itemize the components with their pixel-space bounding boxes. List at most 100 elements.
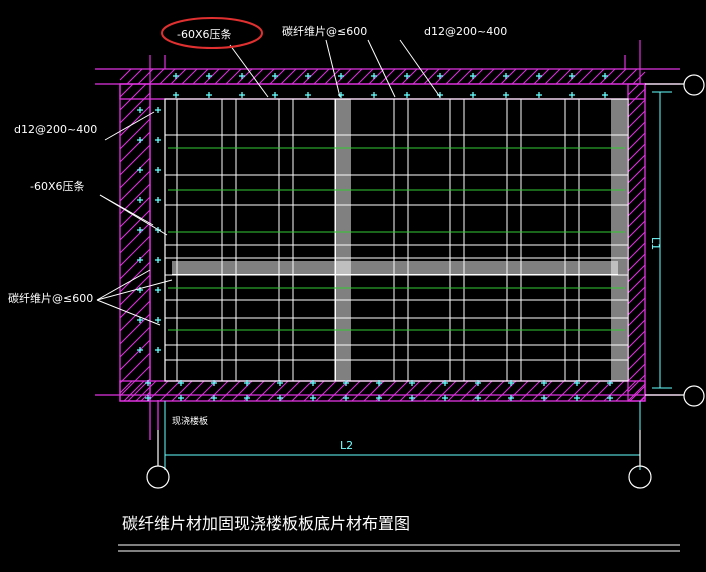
hatch-line <box>627 165 646 184</box>
hatch-line <box>627 187 646 206</box>
hatch-line <box>615 380 637 402</box>
hatch-line <box>147 380 169 402</box>
hatch-line <box>123 380 145 402</box>
hatch-line <box>511 68 528 85</box>
hatch-line <box>119 196 151 228</box>
hatch-line <box>627 297 646 316</box>
hatch-line <box>627 110 646 129</box>
hatch-line <box>231 380 253 402</box>
hatch-line <box>119 235 151 267</box>
hatch-line <box>119 68 132 81</box>
hatch-line <box>627 198 646 217</box>
hatch-line <box>629 385 646 402</box>
hatch-line <box>192 68 209 85</box>
anchor-bolts <box>137 73 613 401</box>
hatch-line <box>483 380 505 402</box>
hatch-line <box>447 380 469 402</box>
hatch-line <box>621 68 638 85</box>
hatch-line <box>119 300 151 332</box>
hatch-line <box>255 380 277 402</box>
hatch-line <box>181 68 198 85</box>
hatch-line <box>303 380 325 402</box>
hatch-line <box>119 248 151 280</box>
hatch-line <box>291 380 313 402</box>
hatch-line <box>119 105 151 137</box>
hatch-line <box>119 83 147 111</box>
hatch-line <box>640 396 646 402</box>
hatch-line <box>627 253 646 272</box>
hatch-line <box>632 71 646 85</box>
beam-hatch <box>119 68 646 402</box>
hatch-line <box>627 341 646 360</box>
hatch-line <box>267 380 289 402</box>
hatch-line <box>412 68 429 85</box>
hatch-line <box>531 380 553 402</box>
hatch-line <box>627 352 646 371</box>
hatch-line <box>390 68 407 85</box>
hatch-line <box>627 99 646 118</box>
hatch-line <box>489 68 506 85</box>
hatch-line <box>324 68 341 85</box>
hatch-line <box>126 68 143 85</box>
hatch-line <box>346 68 363 85</box>
axis-circle-bottom-left <box>146 465 170 489</box>
dimension-l2: L2 <box>340 439 353 452</box>
hatch-line <box>119 339 151 371</box>
hatch-line <box>577 68 594 85</box>
hatch-line <box>135 380 157 402</box>
hatch-line <box>627 363 646 382</box>
drawing-title: 碳纤维片材加固现浇楼板板底片材布置图 <box>122 514 410 533</box>
label-strip-top: -60X6压条 <box>177 27 232 41</box>
hatch-line <box>627 275 646 294</box>
label-strip-left: -60X6压条 <box>30 179 85 193</box>
transverse-bands <box>168 147 625 331</box>
hatch-line <box>579 380 601 402</box>
hatch-line <box>119 170 151 202</box>
hatch-line <box>627 319 646 338</box>
hatch-line <box>379 68 396 85</box>
hatch-line <box>148 68 165 85</box>
hatch-line <box>555 68 572 85</box>
dimension-l1: L1 <box>649 237 662 250</box>
hatch-line <box>247 68 264 85</box>
label-sheet-top: 碳纤维片@≤600 <box>282 24 367 38</box>
title-underlines <box>118 544 680 552</box>
hatch-line <box>459 380 481 402</box>
hatch-line <box>119 83 134 98</box>
hatch-line <box>591 380 613 402</box>
hatch-line <box>140 391 151 402</box>
hatch-line <box>423 68 440 85</box>
hatch-line <box>313 68 330 85</box>
hatch-line <box>627 264 646 283</box>
hatch-line <box>119 352 151 384</box>
hatch-line <box>387 380 409 402</box>
frame-top-beam <box>95 40 680 85</box>
hatch-line <box>627 176 646 195</box>
carbon-fiber-sheets <box>165 99 629 381</box>
hatch-line <box>610 68 627 85</box>
dimension-lines <box>164 91 672 470</box>
hatch-line <box>627 121 646 140</box>
hatch-line <box>195 380 217 402</box>
hatch-line <box>627 209 646 228</box>
hatch-line <box>627 242 646 261</box>
highlight-ellipse <box>161 17 263 49</box>
axis-markers <box>146 74 705 489</box>
hatch-line <box>119 222 151 254</box>
hatch-line <box>411 380 433 402</box>
axis-circle-bottom-right <box>683 385 705 407</box>
hatch-line <box>544 68 561 85</box>
hatch-line <box>543 380 565 402</box>
axis-circle-bottom-right-lower <box>628 465 652 489</box>
hatch-line <box>627 143 646 162</box>
hatch-line <box>495 380 517 402</box>
hatch-line <box>258 68 275 85</box>
hatch-line <box>119 157 151 189</box>
hatch-line <box>627 330 646 349</box>
hatch-line <box>183 380 205 402</box>
hatch-line <box>119 261 151 293</box>
hatch-line <box>555 380 577 402</box>
hatch-line <box>456 68 473 85</box>
hatch-line <box>119 326 151 358</box>
label-bottom-note: 现浇楼板 <box>172 415 208 427</box>
